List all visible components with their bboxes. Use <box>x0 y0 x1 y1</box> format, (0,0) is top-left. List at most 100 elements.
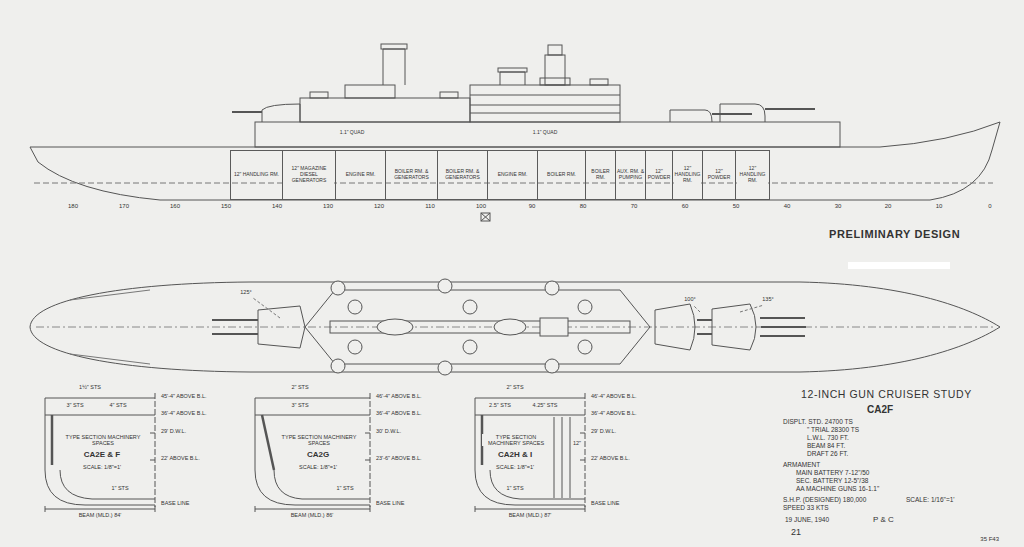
section-note: 30' D.W.L. <box>375 428 402 434</box>
secondary-mount <box>438 279 452 293</box>
knuckle-line <box>70 290 150 364</box>
aft-turret-plan <box>258 306 305 348</box>
plan-view <box>30 279 1000 375</box>
forward-funnel <box>500 72 525 85</box>
compartment-box: BOILER RM. <box>585 150 616 200</box>
inner-bottom <box>490 470 585 499</box>
secondary-mount <box>331 359 345 373</box>
aa-mount <box>348 300 362 314</box>
section-outline <box>475 398 585 505</box>
gun-barrel <box>765 108 815 110</box>
section-note: 4.25" STS <box>532 402 559 408</box>
aft-funnel <box>383 49 405 85</box>
frame-number: 110 <box>424 203 436 210</box>
armor-belt <box>262 415 274 470</box>
compartment-label: BOILER RM. <box>547 172 576 178</box>
secondary-mount <box>545 281 559 295</box>
frame-number: 20 <box>884 203 893 210</box>
title-block-entry: S.H.P. (DESIGNED) 180,000 <box>782 496 867 503</box>
section-note: 36'-4" ABOVE B.L. <box>160 410 208 416</box>
aa-mount <box>348 340 362 354</box>
section-note: 2" STS <box>290 384 309 390</box>
section-centerline <box>155 393 156 507</box>
frame-number: 130 <box>322 203 334 210</box>
section-note: BEAM (MLD.) 87' <box>508 512 553 518</box>
arc-angle: 125° <box>239 289 252 295</box>
compartment-box: 12" POWDER <box>702 150 736 200</box>
title-block-entry: AA MACHINE GUNS 16-1.1" <box>795 485 880 492</box>
section-note: SCALE: 1/8"=1' <box>495 464 535 470</box>
bridge-tower <box>545 55 565 85</box>
title-block-entry: ARMAMENT <box>782 461 821 468</box>
bridge-wing <box>540 78 570 85</box>
aa-mount <box>463 300 477 314</box>
secondary-mount <box>590 79 608 85</box>
section-note: CA2G <box>306 451 330 460</box>
compartment-box: ENGINE RM. <box>335 150 386 200</box>
funnel-plan <box>494 319 526 335</box>
section-decks <box>475 398 585 460</box>
hull-profile <box>30 122 1000 200</box>
section-note: TYPE SECTION MACHINERY SPACES <box>62 434 144 446</box>
aa-mount <box>578 340 592 354</box>
inner-bottom <box>274 470 370 499</box>
section-note: 1½" STS <box>78 384 102 390</box>
compartment-label: 12" POWDER <box>647 169 671 181</box>
frame-number: 30 <box>834 203 843 210</box>
secondary-mount <box>440 92 458 98</box>
frame-number: 80 <box>579 203 588 210</box>
bridge-plan <box>540 318 568 336</box>
title-block-entry: DRAFT 26 FT. <box>806 450 849 457</box>
superstructure-decks <box>470 95 620 113</box>
section-note: TYPE SECTION MACHINERY SPACES <box>482 434 550 446</box>
superstructure-plan <box>305 290 650 364</box>
inner-bottom <box>60 470 155 499</box>
compartment-label: BOILER RM. <box>587 169 614 181</box>
funnel-plan <box>377 319 413 335</box>
section-note: 3" STS <box>65 402 84 408</box>
amidship-mark <box>481 213 490 221</box>
gun-mount-label: 1.1" QUAD <box>339 130 366 136</box>
amidship-mark <box>481 213 490 221</box>
stamp-text: PRELIMINARY DESIGN <box>828 228 961 240</box>
frame-number: 160 <box>169 203 181 210</box>
title-block-entry: BEAM 84 FT. <box>806 442 846 449</box>
section-note: BASE LINE <box>375 500 405 506</box>
centre-deck <box>330 321 630 333</box>
compartment-label: DIESEL GENERATORS <box>284 172 334 184</box>
section-outline <box>255 398 370 505</box>
secondary-mount <box>310 92 328 98</box>
frame-number: 140 <box>271 203 283 210</box>
title-block-entry: MAIN BATTERY 7-12"/50 <box>795 469 870 476</box>
section-note: 36'-4" ABOVE B.L. <box>375 410 423 416</box>
section-note: 2" STS <box>505 384 524 390</box>
section-note: 36'-4" ABOVE B.L. <box>590 410 638 416</box>
section-note: 29' D.W.L. <box>590 428 617 434</box>
compartment-box: BOILER RM. & GENERATORS <box>385 150 438 200</box>
arc-angle: 135° <box>761 296 774 302</box>
armor-belt <box>51 415 54 465</box>
frame-number: 150 <box>220 203 232 210</box>
section-decks <box>255 398 370 460</box>
aft-platform <box>345 85 395 98</box>
title-block-entry: 19 JUNE, 1940 <box>784 516 830 523</box>
title-block-entry: 21 <box>790 528 802 538</box>
funnel-cap <box>381 44 407 49</box>
section-centerline <box>585 393 586 507</box>
section-note: 1" STS <box>335 485 354 491</box>
frame-number: 100 <box>475 203 487 210</box>
forward-superstructure <box>470 85 620 122</box>
compartment-label: BOILER RM. & GENERATORS <box>439 169 486 181</box>
section-note: 45'-4" ABOVE B.L. <box>160 393 208 399</box>
hull-plan <box>30 282 1000 372</box>
frame-number: 50 <box>732 203 741 210</box>
frame-number: 70 <box>630 203 639 210</box>
gun-barrel <box>760 318 806 336</box>
frame-number: 120 <box>373 203 385 210</box>
aft-turret <box>262 104 300 122</box>
compartment-box: 12" HANDLING RM. <box>672 150 703 200</box>
section-note: 22' ABOVE B.L. <box>160 455 201 461</box>
secondary-mount <box>438 361 452 375</box>
compartment-label: BOILER RM. & GENERATORS <box>387 169 436 181</box>
